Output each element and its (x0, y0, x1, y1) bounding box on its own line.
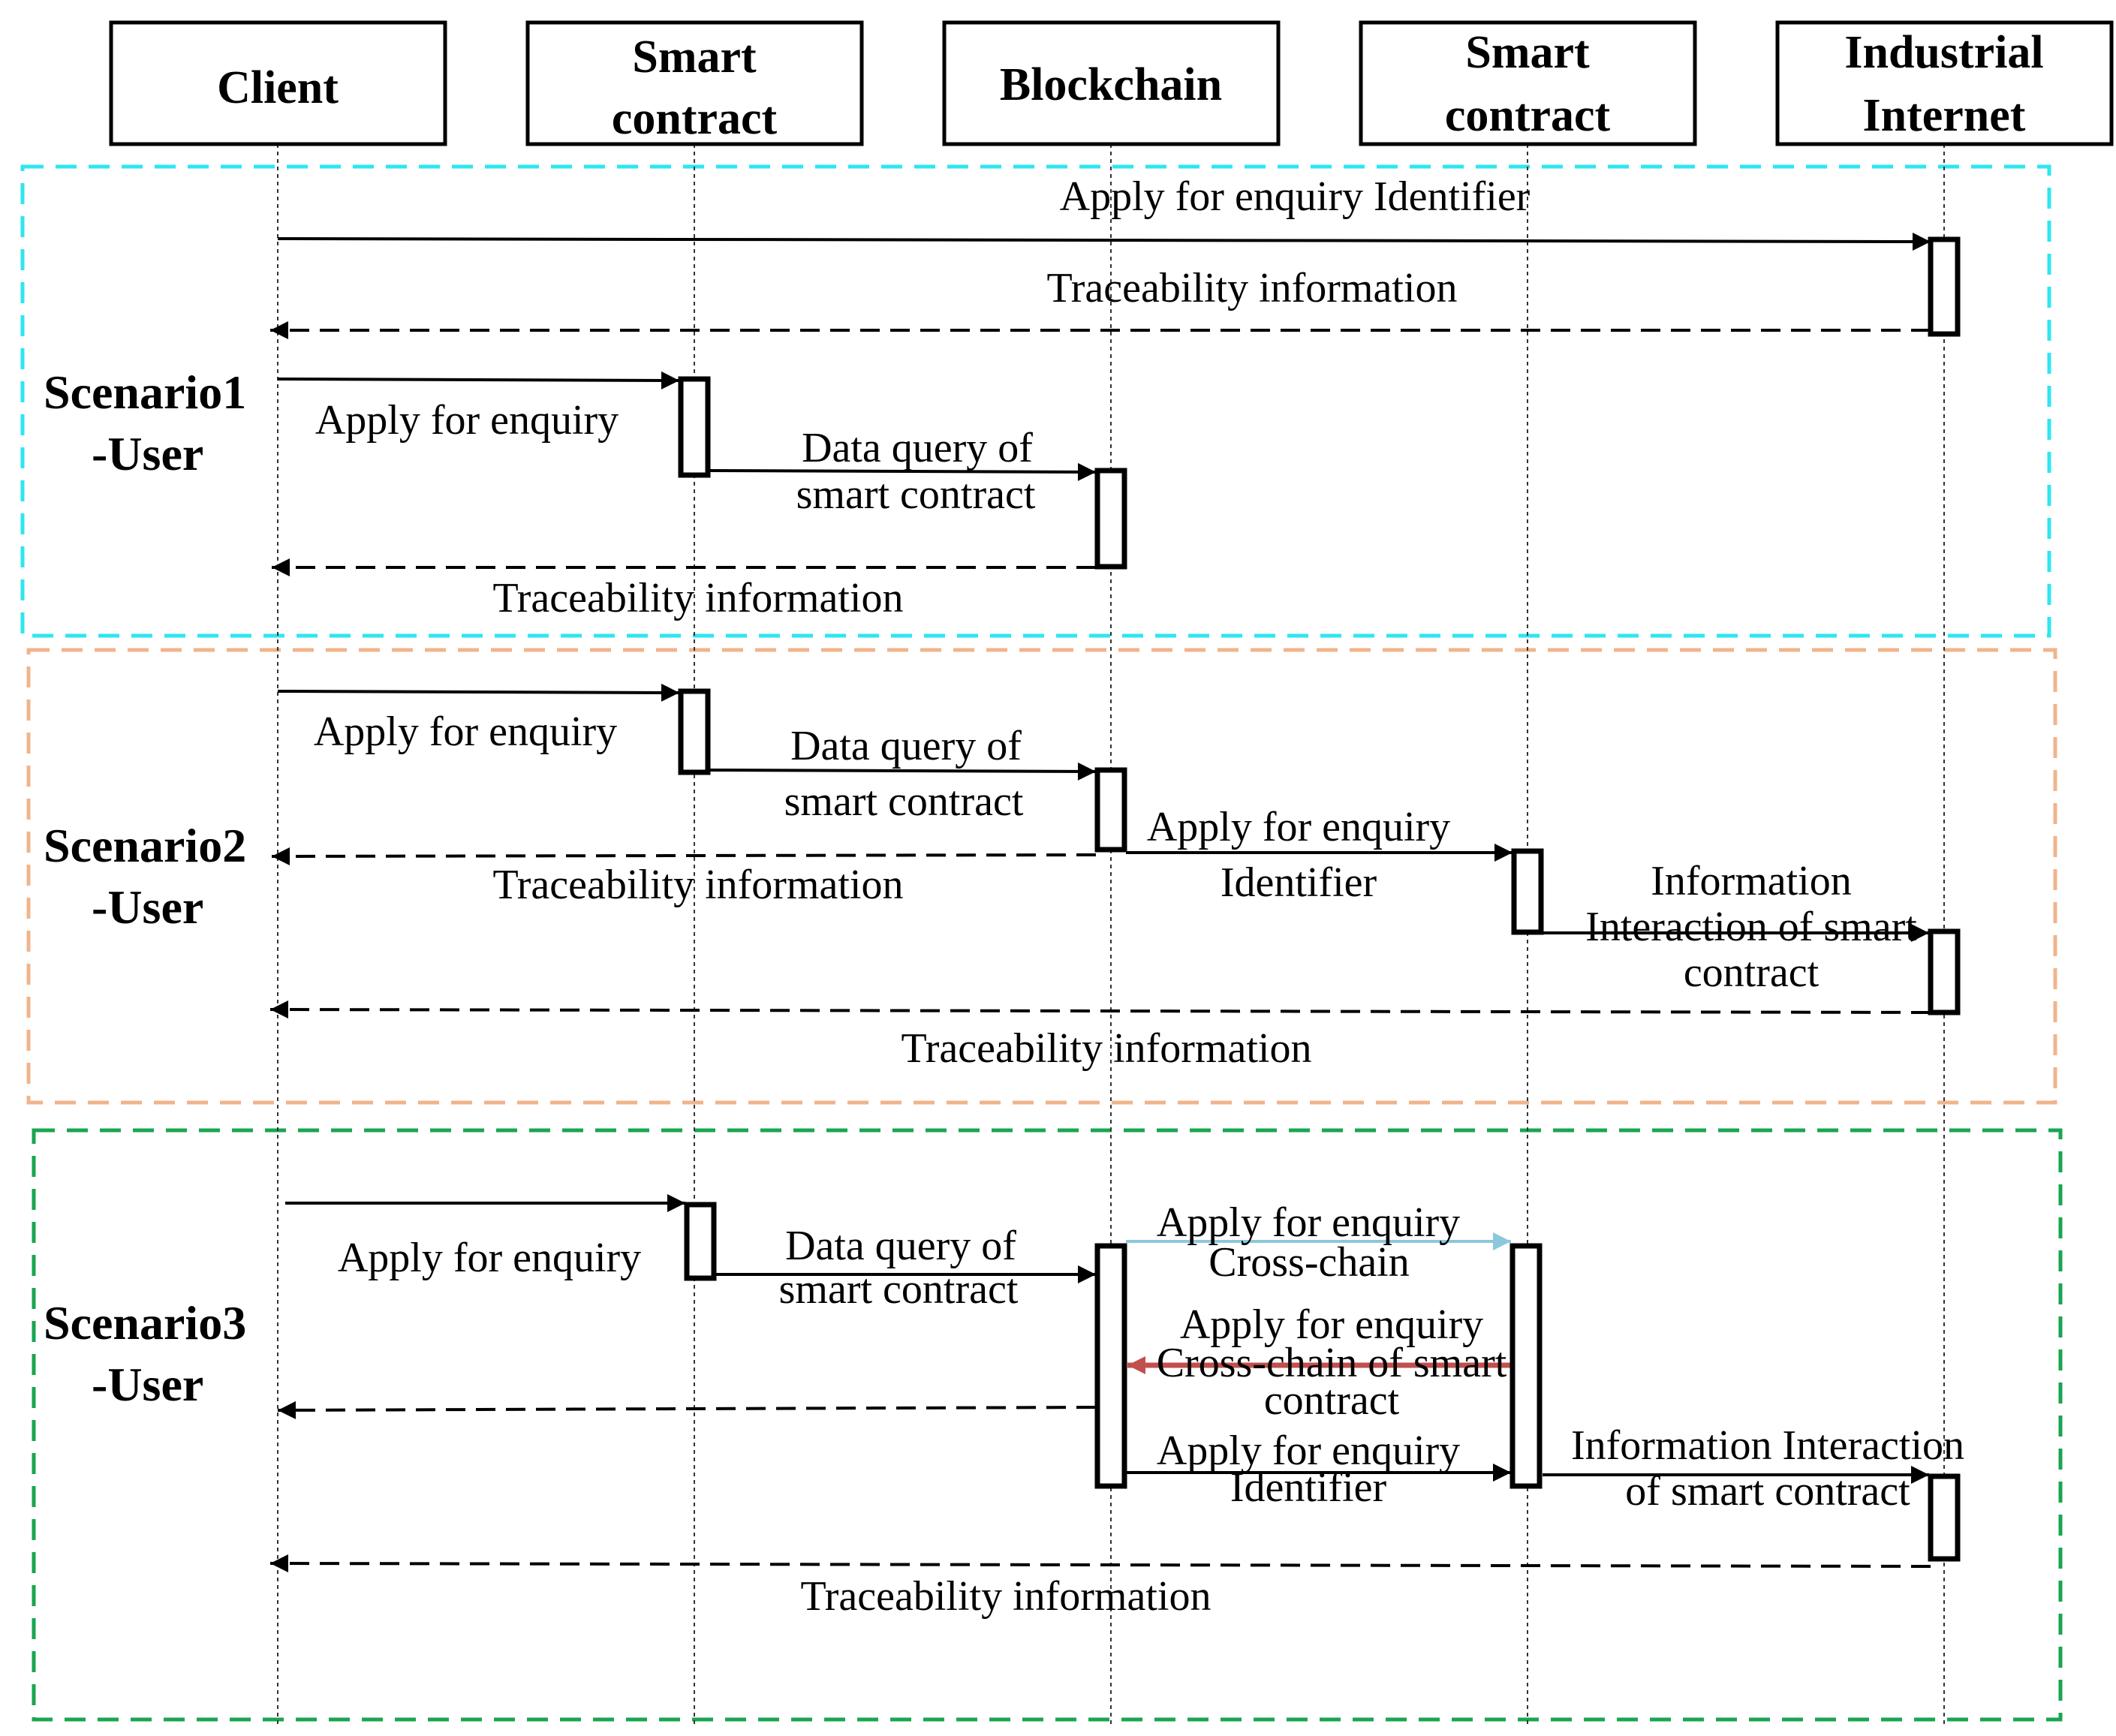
scenario2-label-line2: -User (92, 880, 203, 934)
s2-label-apply-identifier-l2: Identifier (1221, 859, 1377, 906)
scenario1-label-line1: Scenario1 (44, 366, 246, 419)
s2-label-information-l1: Information (1651, 858, 1851, 904)
s2-return-traceability-2 (269, 1000, 1931, 1019)
s2-label-information-l3: contract (1684, 949, 1820, 996)
actor-smart-contract-2-line1: Smart (1465, 27, 1590, 78)
s3-activation-smart-contract-2 (1509, 1243, 1543, 1489)
scenario3-frame (32, 1128, 2063, 1722)
actor-industrial-internet-line2: Internet (1863, 90, 2026, 141)
s3-activation-blockchain (1094, 1243, 1127, 1489)
s3-label-data-query-l1: Data query of (785, 1223, 1016, 1269)
scenario2-label-line1: Scenario2 (44, 819, 246, 872)
s2-activation-industrial (1928, 928, 1961, 1015)
actor-smart-contract-1: Smart contract (525, 20, 864, 146)
s3-label-information-l2: of smart contract (1625, 1468, 1910, 1515)
s3-label-information-l1: Information Interaction (1571, 1422, 1964, 1469)
s1-label-data-query-l1: Data query of (802, 425, 1033, 471)
s1-arrow-apply-identifier (277, 232, 1931, 251)
scenario1-label-line2: -User (92, 427, 203, 480)
s3-label-cross-chain-l1: Apply for enquiry (1157, 1199, 1460, 1246)
s3-activation-smart-contract (684, 1202, 717, 1281)
s2-arrow-data-query (709, 762, 1097, 781)
s1-label-apply-enquiry: Apply for enquiry (315, 397, 619, 444)
scenario3-label-line2: -User (92, 1358, 203, 1411)
s2-label-information-l2: Interaction of smart (1585, 904, 1917, 950)
s1-arrow-data-query (709, 462, 1097, 481)
scenario3-messages: Apply for enquiry Data query of smart co… (269, 1194, 1964, 1620)
s2-label-apply-identifier-l1: Apply for enquiry (1147, 804, 1450, 850)
actor-blockchain: Blockchain (942, 20, 1281, 146)
actor-industrial-internet: Industrial Internet (1775, 20, 2114, 146)
s3-label-apply-identifier-l2: Identifier (1230, 1464, 1387, 1511)
s2-arrow-apply-enquiry (277, 683, 680, 702)
s3-label-apply-enquiry: Apply for enquiry (338, 1235, 641, 1281)
actor-industrial-internet-line1: Industrial (1844, 27, 2043, 78)
s2-label-traceability-1: Traceability information (493, 862, 904, 908)
s3-label-apply-identifier-l1: Apply for enquiry (1157, 1428, 1460, 1474)
scenario1-frame (20, 164, 2051, 638)
actor-smart-contract-1-line2: contract (612, 93, 778, 144)
scenario2-frame (26, 648, 2057, 1105)
s2-label-traceability-2: Traceability information (901, 1025, 1312, 1072)
actor-smart-contract-1-line1: Smart (632, 32, 757, 83)
s2-label-data-query-l2: smart contract (784, 778, 1024, 825)
s3-activation-industrial (1928, 1473, 1961, 1562)
s2-label-data-query-l1: Data query of (790, 723, 1022, 769)
s1-label-data-query-l2: smart contract (796, 471, 1036, 518)
scenario3-label-line1: Scenario3 (44, 1296, 246, 1349)
s1-activation-smart-contract (678, 376, 711, 478)
s3-label-cross-chain-smart-l3: contract (1264, 1377, 1400, 1424)
s1-label-traceability-1: Traceability information (1047, 265, 1458, 311)
scenario1-messages: Apply for enquiry Identifier Traceabilit… (270, 173, 1961, 621)
s1-label-traceability-2: Traceability information (493, 575, 904, 621)
s3-label-cross-chain-l2: Cross-chain (1208, 1239, 1410, 1286)
actor-smart-contract-2-line2: contract (1445, 90, 1611, 141)
actor-smart-contract-2: Smart contract (1359, 20, 1697, 146)
actor-blockchain-label: Blockchain (1000, 59, 1222, 110)
s3-return-to-client (277, 1401, 1097, 1419)
s1-activation-industrial (1928, 236, 1961, 337)
s1-activation-blockchain (1094, 468, 1127, 570)
s3-label-cross-chain-smart-l2: Cross-chain of smart (1157, 1340, 1507, 1386)
scenario2-messages: Apply for enquiry Data query of smart co… (269, 683, 1961, 1072)
actor-client: Client (109, 20, 447, 146)
s2-label-apply-enquiry: Apply for enquiry (314, 709, 617, 755)
s2-activation-smart-contract-2 (1511, 848, 1544, 935)
s2-activation-smart-contract (678, 688, 711, 775)
s3-label-data-query-l2: smart contract (779, 1266, 1019, 1313)
s2-return-traceability-1 (271, 847, 1097, 865)
s3-label-traceability: Traceability information (801, 1573, 1212, 1620)
s3-return-traceability (269, 1554, 1931, 1573)
s3-label-cross-chain-smart-l1: Apply for enquiry (1180, 1301, 1483, 1348)
s1-label-apply-identifier: Apply for enquiry Identifier (1060, 173, 1531, 220)
s2-activation-blockchain (1094, 767, 1127, 853)
s1-arrow-apply-enquiry (277, 371, 680, 390)
actor-client-label: Client (217, 62, 339, 113)
